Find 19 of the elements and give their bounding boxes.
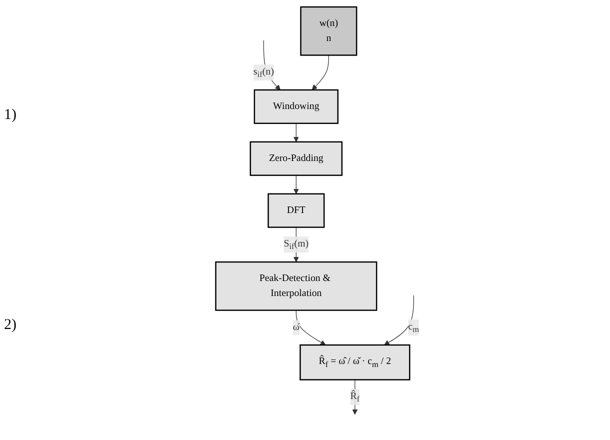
edge-label: R̂$_{f}$ (350, 390, 360, 404)
node-box: Zero-Padding (250, 141, 343, 176)
edge-label: c$_{m}$ (408, 321, 420, 334)
node-box: DFT (268, 193, 325, 228)
node-box: w(n) n (300, 6, 358, 56)
edge-label: S$_{if}$(m) (284, 238, 309, 251)
edge-label: s$_{if}$(n) (253, 66, 274, 79)
arrow (293, 123, 299, 142)
node-box: R̂$_{f}$ = ω̂ / ω̌ · c$_{m}$ / 2 (300, 344, 410, 380)
step-number: 2) (4, 316, 18, 334)
arrow (293, 175, 299, 194)
arrow (312, 54, 329, 90)
arrow (263, 40, 280, 90)
arrow (384, 295, 414, 346)
edge-label: ω̂ (292, 322, 300, 333)
step-number: 1) (4, 106, 18, 124)
node-box: Windowing (254, 89, 338, 124)
node-box: Peak-Detection & Interpolation (215, 261, 378, 311)
arrow (296, 310, 326, 346)
